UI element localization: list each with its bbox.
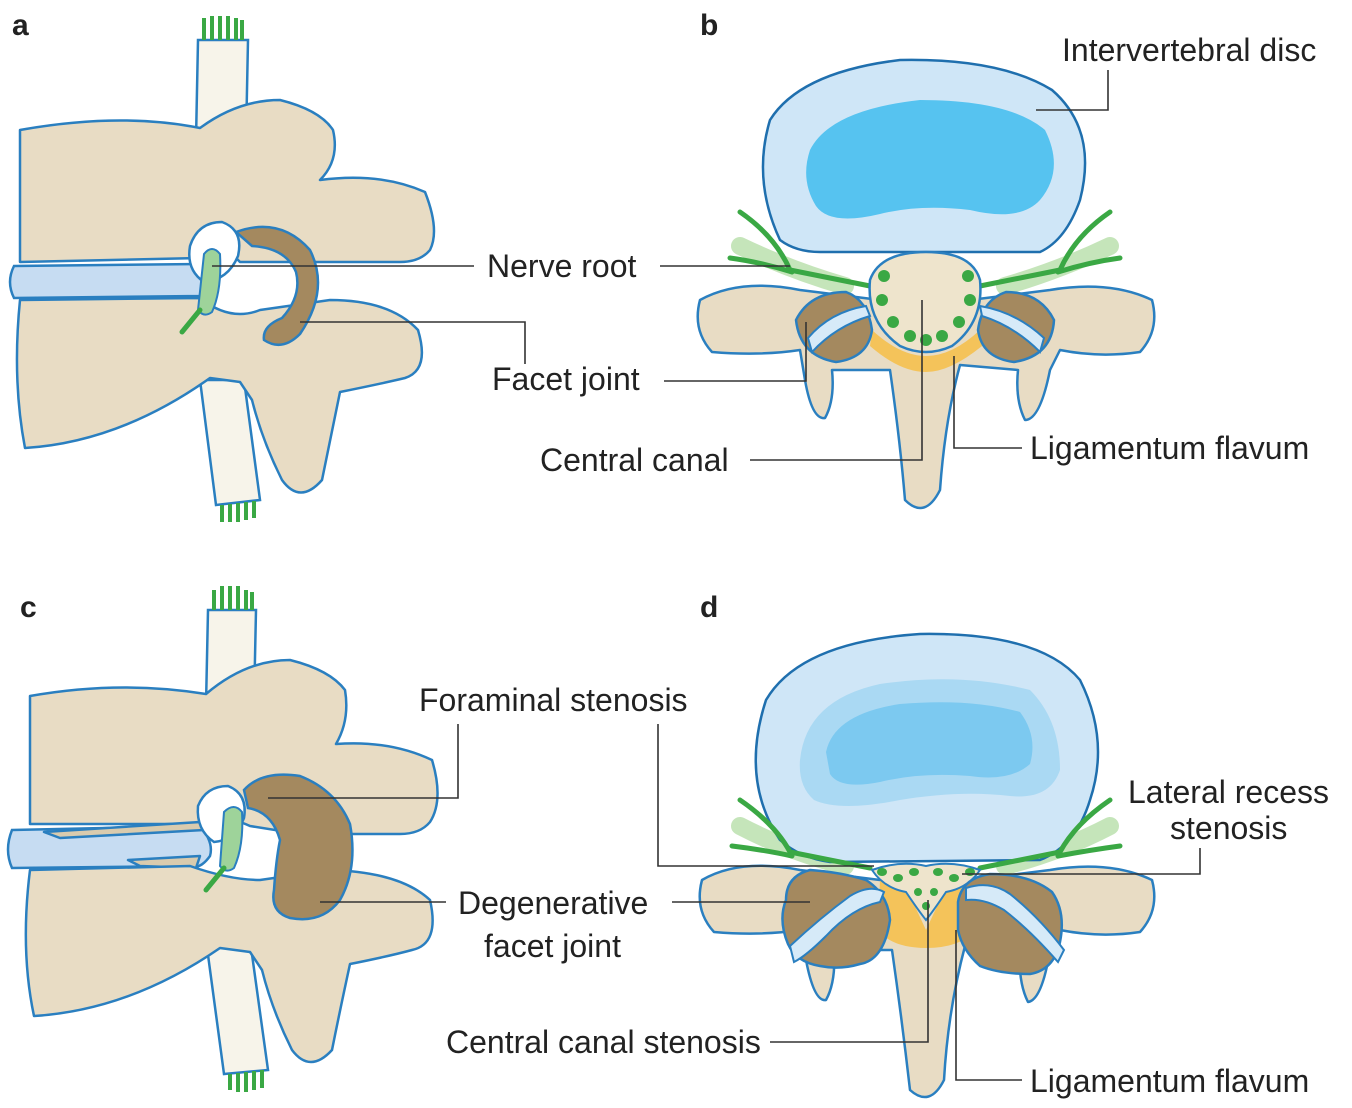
- label-foraminal-stenosis: Foraminal stenosis: [419, 682, 688, 718]
- panel-letter-d: d: [700, 591, 718, 624]
- label-ligamentum-flavum-d: Ligamentum flavum: [1030, 1063, 1309, 1099]
- label-nerve-root: Nerve root: [487, 248, 637, 284]
- nerve-root-c: [220, 807, 242, 871]
- label-facet-joint: Facet joint: [492, 361, 640, 397]
- intervertebral-disc-d: [756, 634, 1098, 862]
- degenerative-facet-left-d: [782, 870, 890, 968]
- label-degenerative-2: facet joint: [484, 928, 621, 964]
- panel-letter-a: a: [12, 9, 29, 42]
- panel-d: d: [268, 591, 1329, 1099]
- label-ligamentum-flavum-b: Ligamentum flavum: [1030, 430, 1309, 466]
- label-lateral-recess-1: Lateral recess: [1128, 774, 1329, 810]
- degenerative-facet-right-d: [958, 874, 1064, 974]
- intervertebral-disc-b: [763, 60, 1085, 252]
- panel-letter-c: c: [20, 591, 37, 624]
- label-degenerative-1: Degenerative: [458, 885, 648, 921]
- spinal-cord-bottom-a: [200, 380, 260, 522]
- panel-letter-b: b: [700, 9, 718, 42]
- side-disc-a: [10, 264, 207, 298]
- label-central-canal-stenosis: Central canal stenosis: [446, 1024, 761, 1060]
- label-intervertebral-disc: Intervertebral disc: [1062, 32, 1316, 68]
- label-lateral-recess-2: stenosis: [1170, 810, 1287, 846]
- label-central-canal: Central canal: [540, 442, 729, 478]
- panel-c: c: [8, 586, 438, 1092]
